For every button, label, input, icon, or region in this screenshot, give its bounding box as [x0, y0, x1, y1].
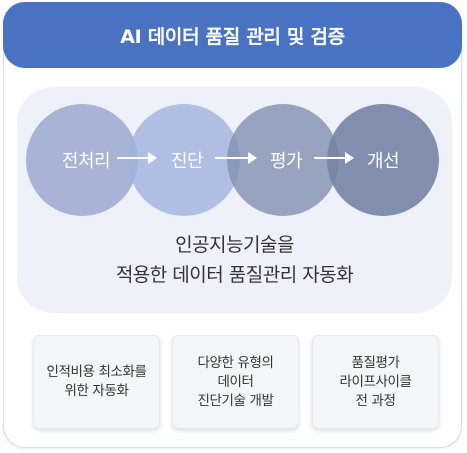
step-label-evaluation: 평가 [269, 151, 303, 172]
step-label-preprocess: 전처리 [61, 151, 111, 172]
step-circle-preprocess [26, 104, 138, 216]
step-circle-evaluation [227, 104, 339, 216]
feature-card-automation: 인적비용 최소화를 위한 자동화 [33, 335, 160, 429]
feature-card-lifecycle: 품질평가 라이프사이클 전 과정 [312, 335, 439, 429]
step-label-diagnosis: 진단 [170, 151, 204, 172]
arrow-right-icon [215, 152, 257, 164]
card-line: 데이터 [217, 373, 254, 390]
card-line: 진단기술 개발 [197, 392, 274, 409]
card-line: 라이프사이클 [339, 373, 412, 390]
arrow-right-icon [314, 152, 354, 164]
card-line: 인적비용 최소화를 [46, 364, 147, 380]
step-circle-diagnosis [128, 104, 240, 216]
feature-card-diagnosis-tech: 다양한 유형의 데이터 진단기술 개발 [172, 335, 299, 429]
arrow-right-icon [117, 152, 157, 164]
panel-caption-line2: 적용한 데이터 품질관리 자동화 [115, 264, 354, 286]
card-line: 전 과정 [355, 392, 396, 409]
diagram-title: AI 데이터 품질 관리 및 검증 [3, 2, 462, 68]
card-line: 다양한 유형의 [197, 354, 274, 371]
card-line: 품질평가 [351, 354, 400, 371]
step-label-improvement: 개선 [366, 151, 400, 172]
card-line: 위한 자동화 [64, 383, 129, 399]
panel-caption-line1: 인공지능기술을 [175, 234, 294, 256]
